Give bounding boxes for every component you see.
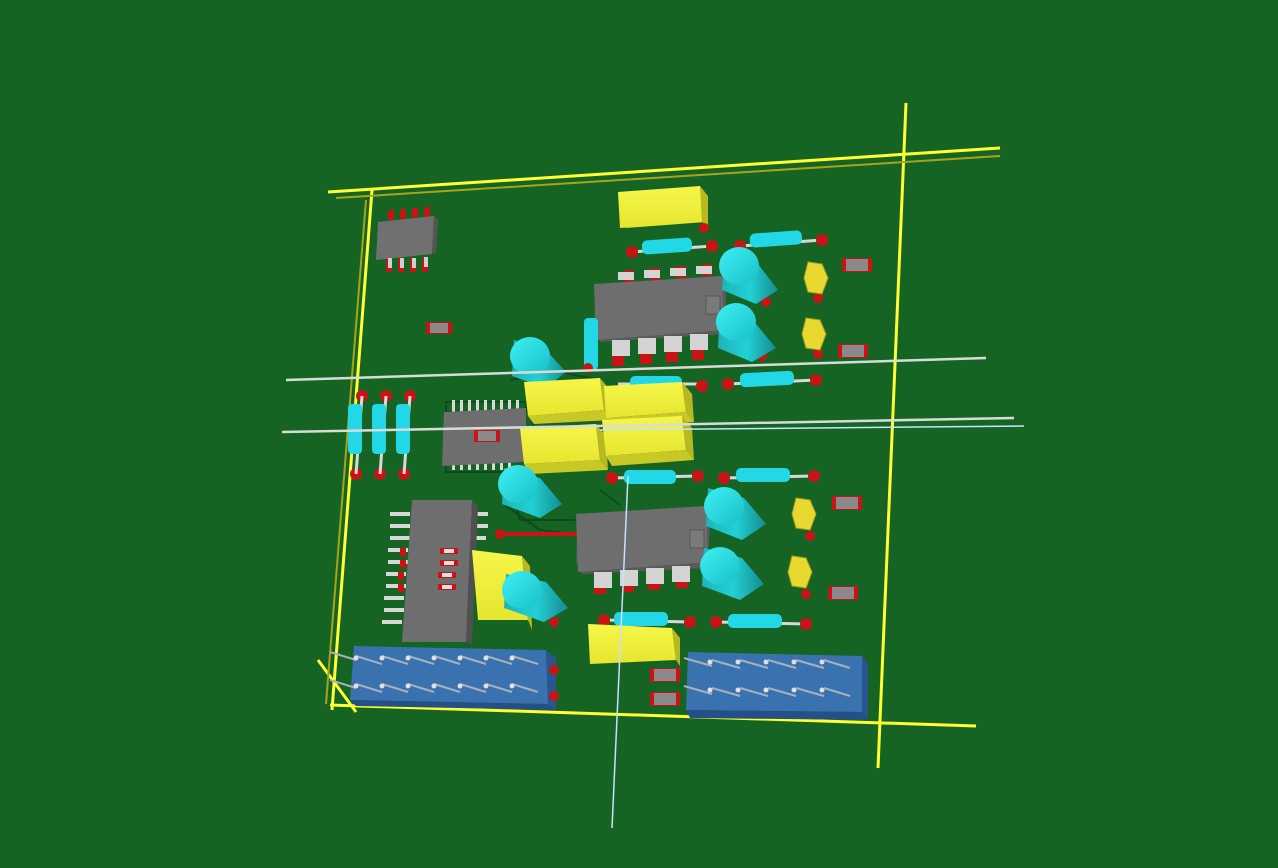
ic-dip8-upper[interactable] (594, 264, 726, 366)
smd-chip-right-3[interactable] (832, 496, 862, 510)
resistor-r-bottom-1[interactable] (598, 612, 696, 628)
connector-left[interactable] (329, 646, 556, 710)
resistor-r-bottom-2[interactable] (710, 614, 812, 630)
electrolytic-cap-3[interactable] (510, 337, 566, 388)
ceramic-cap-1[interactable] (803, 261, 829, 303)
via-pad (495, 529, 505, 539)
axis-line-horizontal (599, 425, 1025, 431)
film-capacitor-center-1[interactable] (524, 378, 612, 424)
connector-right[interactable] (683, 652, 868, 720)
electrolytic-cap-6[interactable] (700, 547, 764, 600)
board-outline-shadow (325, 155, 1001, 705)
ceramic-cap-4[interactable] (787, 555, 813, 599)
smd-chip-bottom-1[interactable] (650, 668, 680, 682)
resistor-r-low-1[interactable] (606, 470, 704, 484)
resistor-r-low-2[interactable] (718, 468, 820, 484)
smd-chip-right-2[interactable] (838, 344, 868, 358)
electrolytic-cap-1[interactable] (719, 247, 778, 307)
electrolytic-cap-7[interactable] (502, 571, 568, 627)
electrolytic-cap-2[interactable] (716, 303, 776, 362)
electrolytic-cap-5[interactable] (704, 487, 766, 540)
guide-lines (281, 356, 1015, 434)
smd-chip-bottom-2[interactable] (650, 692, 680, 706)
film-capacitor-top[interactable] (618, 186, 709, 233)
resistor-r-mid-2[interactable] (722, 370, 822, 390)
ic-soic8-top-left[interactable] (376, 207, 438, 272)
film-capacitor-center-3[interactable] (520, 424, 608, 474)
axis-line-vertical (611, 475, 629, 829)
film-capacitor-bottom[interactable] (588, 624, 680, 666)
ceramic-cap-3[interactable] (791, 497, 817, 541)
ic-dip8-lower[interactable] (576, 506, 710, 594)
smd-chip-left[interactable] (426, 322, 452, 334)
resistor-r-top-1[interactable] (626, 237, 718, 258)
smd-chip-right-4[interactable] (828, 586, 858, 600)
ceramic-cap-2[interactable] (801, 317, 827, 359)
ic-soic16-left[interactable] (382, 500, 488, 644)
smd-chip-right-1[interactable] (842, 258, 872, 272)
electrolytic-cap-4[interactable] (498, 465, 562, 518)
ic-ssop-middle-left[interactable] (442, 400, 526, 470)
resistor-center-vertical[interactable] (583, 318, 598, 373)
pads-connector-left (549, 665, 559, 701)
